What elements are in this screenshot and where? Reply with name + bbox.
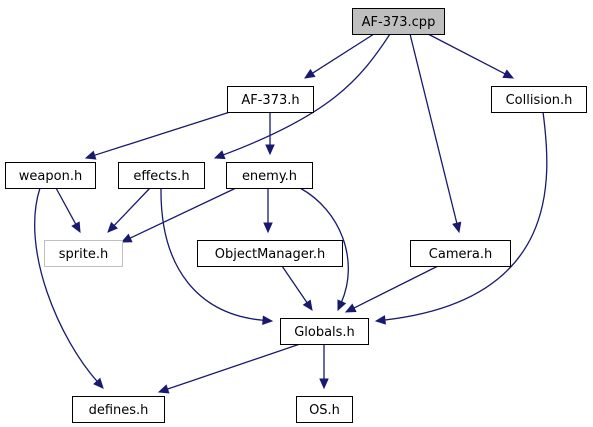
node-label: AF-373.cpp — [362, 15, 436, 30]
edge-effects-to-sprite — [107, 187, 151, 233]
edge-line — [299, 187, 349, 303]
edge-globals-to-defines — [157, 343, 301, 394]
arrowhead-icon — [337, 299, 347, 312]
node-label: effects.h — [133, 169, 189, 184]
edge-weapon-to-defines — [34, 187, 104, 389]
node-box — [226, 162, 313, 189]
edge-line — [55, 187, 77, 226]
node-box — [197, 240, 343, 267]
node-globals[interactable]: Globals.h — [280, 318, 369, 345]
edge-af373h-to-enemy — [265, 112, 275, 156]
node-label: enemy.h — [242, 169, 297, 184]
node-weapon[interactable]: weapon.h — [5, 162, 96, 189]
edge-line — [383, 111, 548, 321]
arrowhead-icon — [452, 221, 462, 234]
edge-objmgr-to-globals — [281, 265, 313, 312]
node-box — [44, 240, 123, 267]
edge-line — [113, 187, 151, 227]
arrowhead-icon — [302, 299, 313, 312]
arrowhead-icon — [502, 69, 515, 79]
node-camera[interactable]: Camera.h — [410, 240, 511, 267]
arrowhead-icon — [344, 303, 357, 313]
edge-line — [409, 33, 458, 225]
node-box — [296, 396, 353, 423]
arrowhead-icon — [265, 144, 275, 156]
edge-enemy-to-objmgr — [263, 188, 273, 234]
arrowhead-icon — [120, 233, 133, 243]
node-label: OS.h — [309, 403, 340, 418]
edge-line — [281, 265, 309, 304]
edges-layer — [34, 33, 548, 394]
arrowhead-icon — [319, 378, 329, 390]
edge-camera-to-globals — [344, 265, 439, 313]
node-label: Camera.h — [429, 247, 492, 262]
edge-line — [93, 111, 231, 157]
edge-enemy-to-sprite — [120, 187, 237, 243]
node-box — [72, 396, 165, 423]
node-label: Collision.h — [506, 93, 573, 108]
arrowhead-icon — [93, 377, 104, 389]
arrowhead-icon — [263, 222, 273, 234]
edge-af373cpp-to-af373h — [303, 33, 375, 79]
node-box — [352, 8, 445, 35]
edge-collision-to-globals — [374, 111, 548, 325]
edge-line — [166, 343, 301, 391]
arrowhead-icon — [213, 150, 226, 160]
edge-af373cpp-to-collision — [427, 33, 515, 79]
arrowhead-icon — [374, 315, 386, 325]
edge-line — [311, 33, 375, 75]
edge-globals-to-os — [319, 344, 329, 390]
edge-enemy-to-globals — [299, 187, 349, 312]
edge-af373h-to-weapon — [84, 111, 231, 160]
edge-line — [222, 33, 391, 156]
node-box — [491, 86, 587, 113]
node-label: Globals.h — [294, 325, 355, 340]
node-box — [410, 240, 511, 267]
node-collision[interactable]: Collision.h — [491, 86, 587, 113]
arrowhead-icon — [262, 315, 274, 325]
edge-line — [352, 265, 439, 310]
edge-line — [34, 187, 99, 383]
arrowhead-icon — [303, 68, 316, 79]
node-box — [227, 86, 314, 113]
arrowhead-icon — [107, 221, 119, 233]
node-defines[interactable]: defines.h — [72, 396, 165, 423]
arrowhead-icon — [157, 384, 170, 394]
node-box — [118, 162, 205, 189]
node-box — [280, 318, 369, 345]
node-effects[interactable]: effects.h — [118, 162, 205, 189]
edge-weapon-to-sprite — [55, 187, 81, 234]
node-label: weapon.h — [19, 169, 82, 184]
edge-af373cpp-to-effects — [213, 33, 391, 160]
node-label: sprite.h — [59, 247, 108, 262]
edge-effects-to-globals — [160, 187, 274, 325]
node-os[interactable]: OS.h — [296, 396, 353, 423]
node-af373h[interactable]: AF-373.h — [227, 86, 314, 113]
node-enemy[interactable]: enemy.h — [226, 162, 313, 189]
node-box — [5, 162, 96, 189]
edge-line — [427, 33, 507, 75]
node-sprite[interactable]: sprite.h — [44, 240, 123, 267]
edge-line — [160, 187, 265, 321]
edge-line — [128, 187, 237, 240]
node-label: AF-373.h — [241, 93, 299, 108]
edge-af373cpp-to-camera — [409, 33, 462, 234]
node-af373cpp[interactable]: AF-373.cpp — [352, 8, 445, 35]
arrowhead-icon — [84, 150, 97, 160]
node-objmgr[interactable]: ObjectManager.h — [197, 240, 343, 267]
arrowhead-icon — [71, 221, 81, 234]
node-label: ObjectManager.h — [215, 247, 326, 262]
node-label: defines.h — [89, 403, 149, 418]
